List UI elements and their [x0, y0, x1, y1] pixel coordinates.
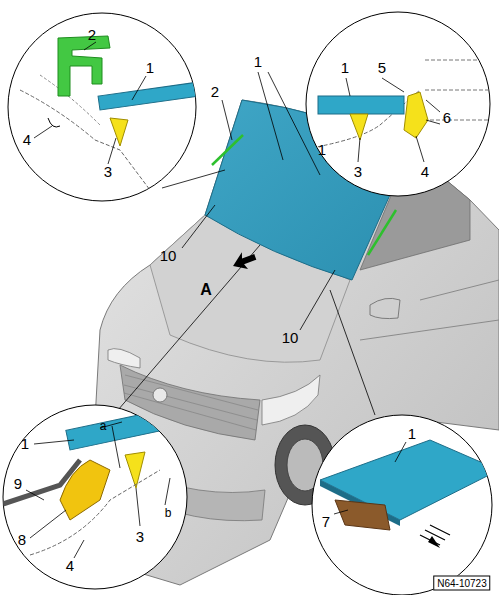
callout-number: 3: [135, 529, 145, 545]
figure-code: N64-10723: [433, 576, 490, 591]
callout-number: 10: [281, 330, 300, 346]
dimension-letter: b: [164, 507, 173, 519]
callout-number: 1: [20, 436, 30, 452]
view-letter: A: [199, 282, 213, 298]
callout-number: 4: [420, 164, 430, 180]
callout-number: 1: [340, 60, 350, 76]
callout-number: 1: [407, 426, 417, 442]
callout-number: 7: [321, 514, 331, 530]
callout-number: 8: [17, 532, 27, 548]
callout-number: 6: [442, 110, 452, 126]
callout-number: 2: [210, 84, 220, 100]
callout-number: 3: [103, 164, 113, 180]
callout-number: 9: [13, 476, 23, 492]
callout-number: 4: [65, 558, 75, 574]
callout-number: 1: [253, 54, 263, 70]
callout-number: 10: [159, 248, 178, 264]
callout-number: 1: [145, 60, 155, 76]
callout-number: 1: [317, 142, 327, 158]
callout-number: 5: [377, 60, 387, 76]
callout-number: 4: [22, 132, 32, 148]
callout-number: 2: [87, 27, 97, 43]
callout-number: 3: [353, 164, 363, 180]
dimension-letter: a: [99, 420, 108, 432]
